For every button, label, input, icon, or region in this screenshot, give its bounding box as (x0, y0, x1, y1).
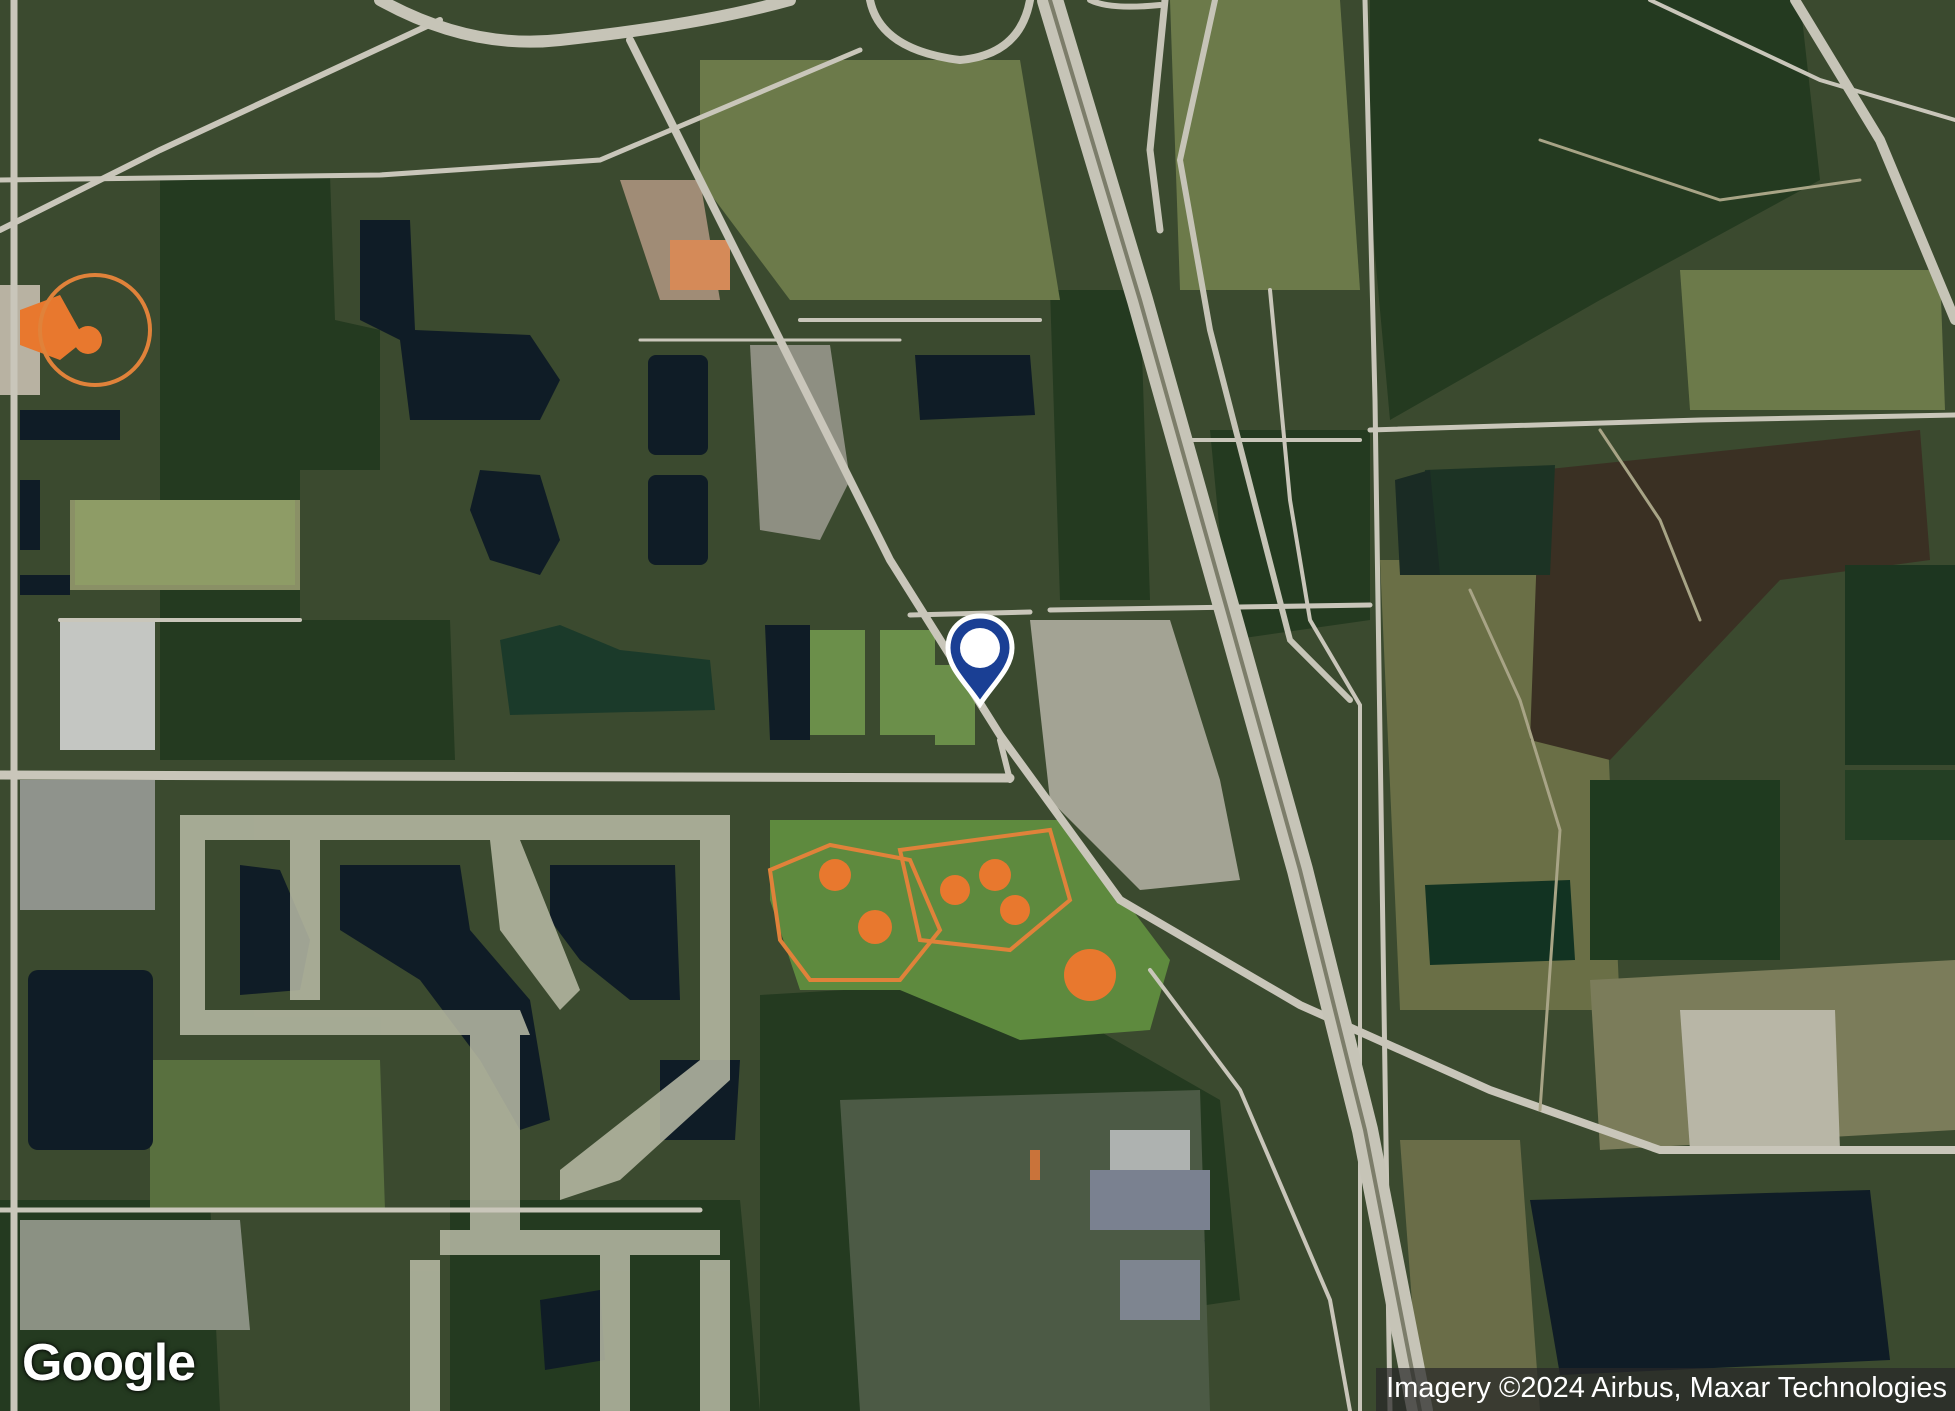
google-logo: Google (22, 1334, 196, 1392)
ponds (20, 220, 1890, 1375)
pin-center (960, 628, 1000, 668)
location-pin-icon[interactable] (942, 612, 1018, 708)
ballfield-outlines (38, 273, 1073, 982)
ballfields (20, 240, 1116, 1180)
wetlands (1420, 430, 1955, 960)
interstate (374, 0, 1955, 1411)
map-attribution: Imagery ©2024 Airbus, Maxar Technologies (1376, 1368, 1955, 1411)
developed-areas (0, 180, 1840, 1411)
subdivisions (180, 815, 730, 1411)
